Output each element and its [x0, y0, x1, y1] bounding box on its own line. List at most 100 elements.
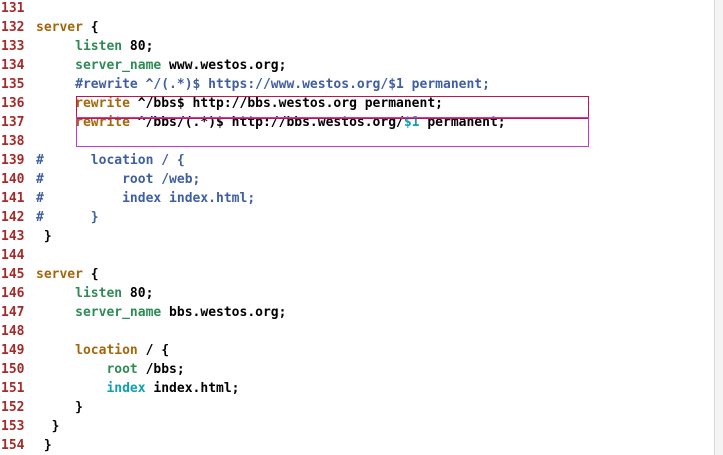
code-token: #rewrite ^/(.*)$ https://www.westos.org/… — [36, 77, 490, 92]
code-token: { — [82, 267, 99, 282]
code-token: server_name — [36, 305, 162, 320]
code-text: index index.html; — [36, 379, 240, 398]
line-number: 135 — [1, 77, 25, 92]
code-token: ^/bbs$ http://bbs.westos.org permanent; — [129, 96, 443, 111]
code-text: listen 80; — [36, 37, 153, 56]
line-number: 139 — [1, 153, 25, 168]
line-number: 140 — [1, 172, 25, 187]
vertical-scrollbar[interactable] — [714, 0, 723, 455]
code-token: ^/bbs/(.*)$ http://bbs.westos.org/ — [129, 115, 404, 130]
code-text: } — [36, 398, 83, 417]
code-line: 154 } — [0, 436, 715, 455]
code-token: location — [36, 343, 138, 358]
code-line: 132 server { — [0, 18, 715, 37]
line-number: 132 — [1, 20, 25, 35]
code-text: # root /web; — [36, 170, 200, 189]
code-text: #rewrite ^/(.*)$ https://www.westos.org/… — [36, 75, 490, 94]
code-text: server { — [36, 18, 99, 37]
code-token: # root /web; — [36, 172, 201, 187]
line-number: 145 — [1, 267, 25, 282]
code-token: bbs.westos.org; — [161, 305, 287, 320]
code-line: 139 # location / { — [0, 151, 715, 170]
code-token: $1 — [403, 115, 420, 130]
code-line: 136 rewrite ^/bbs$ http://bbs.westos.org… — [0, 94, 715, 113]
code-text: server_name bbs.westos.org; — [36, 303, 286, 322]
code-line: 148 — [0, 322, 715, 341]
line-number: 151 — [1, 381, 25, 396]
code-text: listen 80; — [36, 284, 153, 303]
code-text: } — [36, 436, 52, 455]
code-line: 149 location / { — [0, 341, 715, 360]
line-number: 149 — [1, 343, 25, 358]
line-number: 134 — [1, 58, 25, 73]
line-number: 137 — [1, 115, 25, 130]
code-token: } — [36, 419, 60, 434]
code-text: rewrite ^/bbs$ http://bbs.westos.org per… — [36, 94, 443, 113]
code-token: server — [36, 267, 83, 282]
code-line: 143 } — [0, 227, 715, 246]
code-line: 146 listen 80; — [0, 284, 715, 303]
code-token: } — [36, 229, 52, 244]
line-number: 147 — [1, 305, 25, 320]
line-number: 133 — [1, 39, 25, 54]
code-token: index — [36, 381, 146, 396]
code-token: index.html; — [145, 381, 240, 396]
code-token: # index index.html; — [36, 191, 256, 206]
code-line: 131 — [0, 0, 715, 18]
code-line: 140 # root /web; — [0, 170, 715, 189]
code-token: # location / { — [36, 153, 185, 168]
code-line: 152 } — [0, 398, 715, 417]
code-token: root — [36, 362, 138, 377]
code-text: server_name www.westos.org; — [36, 56, 286, 75]
code-token: 80; — [122, 39, 154, 54]
code-text: } — [36, 417, 60, 436]
code-token: listen — [36, 286, 123, 301]
code-line: 147 server_name bbs.westos.org; — [0, 303, 715, 322]
code-token: } — [36, 438, 52, 453]
code-token: rewrite — [36, 96, 130, 111]
line-number: 136 — [1, 96, 25, 111]
code-text: # index index.html; — [36, 189, 255, 208]
code-token: /bbs; — [137, 362, 185, 377]
code-line: 145 server { — [0, 265, 715, 284]
code-token: { — [82, 20, 99, 35]
code-token: server_name — [36, 58, 162, 73]
line-number: 131 — [1, 1, 25, 16]
line-number: 146 — [1, 286, 25, 301]
code-line: 135 #rewrite ^/(.*)$ https://www.westos.… — [0, 75, 715, 94]
line-number: 152 — [1, 400, 25, 415]
line-number: 143 — [1, 229, 25, 244]
code-line: 141 # index index.html; — [0, 189, 715, 208]
code-text: # } — [36, 208, 99, 227]
line-number: 144 — [1, 248, 25, 263]
code-line: 138 — [0, 132, 715, 151]
code-token: rewrite — [36, 115, 130, 130]
line-number: 138 — [1, 134, 25, 149]
code-token: 80; — [122, 286, 154, 301]
line-number: 148 — [1, 324, 25, 339]
code-text: location / { — [36, 341, 169, 360]
code-text: rewrite ^/bbs/(.*)$ http://bbs.westos.or… — [36, 113, 506, 132]
code-line: 150 root /bbs; — [0, 360, 715, 379]
code-line: 151 index index.html; — [0, 379, 715, 398]
line-number: 154 — [1, 438, 25, 453]
code-token: } — [36, 400, 83, 415]
line-number: 142 — [1, 210, 25, 225]
code-token: server — [36, 20, 83, 35]
code-line: 137 rewrite ^/bbs/(.*)$ http://bbs.westo… — [0, 113, 715, 132]
code-token: listen — [36, 39, 123, 54]
code-token: www.westos.org; — [161, 58, 287, 73]
line-number: 141 — [1, 191, 25, 206]
code-line: 144 — [0, 246, 715, 265]
code-token: # } — [36, 210, 99, 225]
code-line: 134 server_name www.westos.org; — [0, 56, 715, 75]
line-number: 153 — [1, 419, 25, 434]
code-token: / { — [137, 343, 170, 358]
line-number: 150 — [1, 362, 25, 377]
code-text: # location / { — [36, 151, 185, 170]
code-line: 142 # } — [0, 208, 715, 227]
code-text: root /bbs; — [36, 360, 185, 379]
code-token: permanent; — [419, 115, 506, 130]
code-line: 133 listen 80; — [0, 37, 715, 56]
